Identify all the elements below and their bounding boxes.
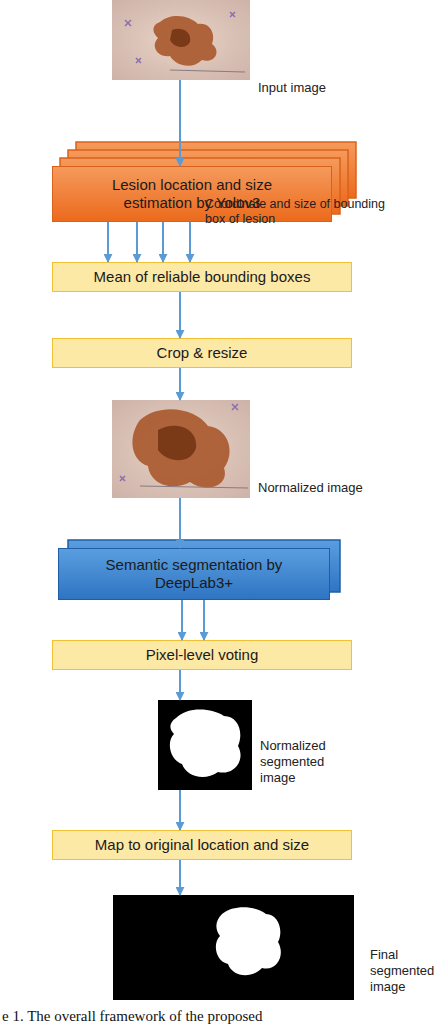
flow-arrow	[179, 292, 181, 338]
segmentation-box: Semantic segmentation by DeepLab3+	[58, 548, 330, 600]
lesion-core	[170, 29, 190, 47]
flow-arrow	[203, 600, 205, 640]
image-caption: Normalized segmented image	[260, 738, 340, 786]
flow-arrow	[107, 222, 109, 262]
process-box: Crop & resize	[52, 338, 352, 368]
mask-background	[113, 895, 354, 1000]
skin-marks	[120, 404, 238, 481]
detection-box: Lesion location and size estimation by Y…	[52, 166, 332, 222]
box-label: Mean of reliable bounding boxes	[94, 268, 311, 286]
lesion-blob	[132, 409, 229, 488]
skin-photo	[112, 0, 250, 80]
skin-marks	[125, 12, 235, 63]
lesion-blob	[154, 16, 217, 66]
flow-arrow	[179, 80, 181, 166]
box-label: Crop & resize	[157, 344, 248, 362]
image-caption: Final segmented image	[370, 947, 436, 995]
process-box: Pixel-level voting	[52, 640, 352, 670]
mask-blob	[170, 710, 241, 778]
scale-line	[170, 70, 245, 72]
flow-arrow	[189, 222, 191, 262]
image-node: Normalized image	[112, 400, 250, 498]
flow-arrow	[179, 790, 181, 830]
flow-arrow	[179, 368, 181, 400]
image-caption: Normalized image	[258, 480, 378, 496]
flow-arrow	[162, 222, 164, 262]
flow-arrow	[136, 222, 138, 262]
edge-label: Coordinate and size of bounding box of l…	[205, 197, 405, 227]
skin-photo	[112, 400, 250, 498]
image-node: Input image	[112, 0, 250, 80]
mask-blob	[216, 907, 281, 975]
mask-background	[158, 700, 252, 790]
image-caption: Input image	[258, 80, 378, 96]
process-box: Mean of reliable bounding boxes	[52, 262, 352, 292]
flow-arrow	[179, 670, 181, 700]
box-label: Pixel-level voting	[146, 646, 259, 664]
scale-line	[140, 486, 248, 488]
lesion-core	[158, 426, 196, 461]
input-photo	[112, 0, 250, 80]
image-node: Final segmented image	[113, 895, 354, 1000]
flow-arrow	[179, 498, 181, 548]
final-mask	[113, 895, 354, 1000]
segmentation-mask	[158, 700, 252, 790]
normalized-photo	[112, 400, 250, 498]
flow-arrow	[181, 600, 183, 640]
box-label: Map to original location and size	[95, 836, 309, 854]
box-label: Semantic segmentation by DeepLab3+	[97, 556, 291, 592]
flow-arrow	[179, 860, 181, 895]
image-node: Normalized segmented image	[158, 700, 252, 790]
figure-caption: e 1. The overall framework of the propos…	[2, 1008, 262, 1025]
process-box: Map to original location and size	[52, 830, 352, 860]
